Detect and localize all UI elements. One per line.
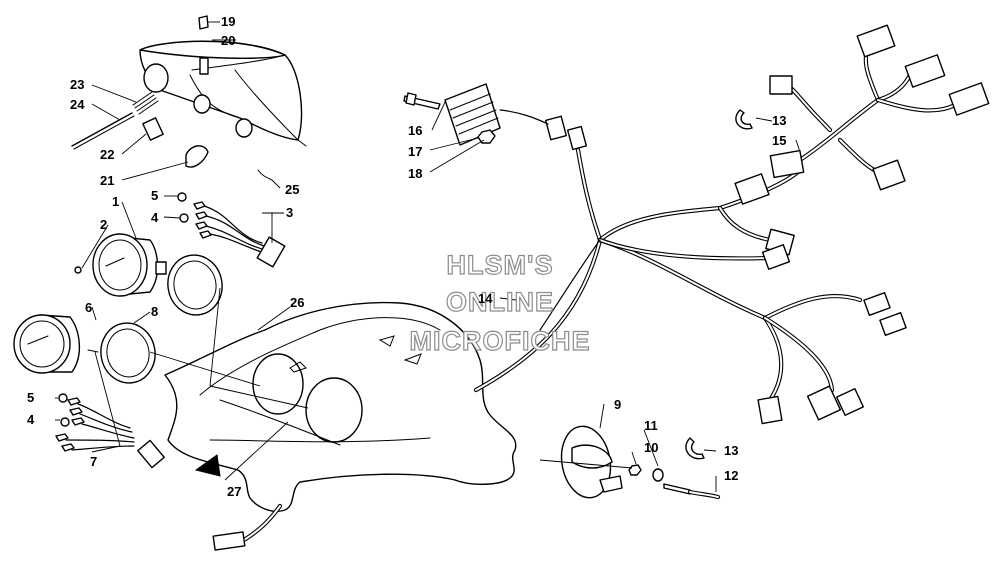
bezel-gauge-8	[100, 322, 156, 384]
callout-22: 22	[100, 147, 114, 162]
decal-27	[194, 454, 221, 477]
callout-5-bottom: 5	[27, 390, 34, 405]
callout-18: 18	[408, 166, 422, 181]
callout-14: 14	[478, 291, 493, 306]
callout-13-bottom: 13	[724, 443, 738, 458]
headlight-assembly	[139, 40, 307, 147]
socket-22	[142, 94, 253, 141]
callout-7: 7	[90, 454, 97, 469]
callout-2: 2	[100, 217, 107, 232]
callout-26: 26	[290, 295, 304, 310]
clip-13-top	[735, 109, 753, 130]
watermark-line-2: ONLINE	[446, 287, 554, 317]
instrument-pod-26	[164, 301, 517, 512]
watermark: HLSM'S ONLINE MICROFICHE	[409, 249, 591, 356]
callout-23: 23	[70, 77, 84, 92]
callout-12: 12	[724, 468, 738, 483]
callout-4-bottom: 4	[27, 412, 35, 427]
callout-4-top: 4	[151, 210, 159, 225]
callout-15: 15	[772, 133, 786, 148]
callout-5-top: 5	[151, 188, 158, 203]
callout-6: 6	[85, 300, 92, 315]
gauge-1	[74, 233, 167, 297]
watermark-line-3: MICROFICHE	[410, 326, 591, 356]
callout-3: 3	[286, 205, 293, 220]
harness-14	[473, 115, 907, 425]
gauge-1-harness-3	[177, 192, 286, 268]
sensor-housing-9	[560, 425, 623, 499]
sensor-hardware-10-11	[628, 464, 664, 482]
bulb-clip-19	[198, 15, 209, 30]
adjuster-screw-24	[71, 112, 135, 150]
callout-25: 25	[285, 182, 299, 197]
regulator	[403, 83, 549, 146]
clip-13-bottom	[685, 437, 705, 460]
callout-24: 24	[70, 97, 85, 112]
leader-lines	[55, 21, 801, 492]
sensor-cable-12	[663, 483, 721, 500]
callout-10: 10	[644, 440, 658, 455]
bulb-21	[185, 145, 209, 168]
callout-numbers: 19 20 23 24 22 21 25 5 4 3 1 2 6 8 26 5 …	[27, 14, 786, 499]
bezel-gauge-1	[167, 254, 223, 316]
callout-17: 17	[408, 144, 422, 159]
gauge-6-harness-7	[55, 393, 165, 469]
gauge-6	[13, 314, 99, 374]
pod-connector	[212, 503, 283, 551]
watermark-line-1: HLSM'S	[447, 250, 554, 280]
callout-20: 20	[221, 33, 235, 48]
spring-23	[132, 91, 159, 115]
harness-15	[769, 24, 990, 191]
callout-13-top: 13	[772, 113, 786, 128]
wire-25	[257, 169, 273, 181]
callout-1: 1	[112, 194, 119, 209]
callout-11: 11	[644, 418, 658, 433]
callout-9: 9	[614, 397, 621, 412]
callout-19: 19	[221, 14, 235, 29]
callout-21: 21	[100, 173, 114, 188]
callout-16: 16	[408, 123, 422, 138]
callout-8: 8	[151, 304, 158, 319]
callout-27: 27	[227, 484, 241, 499]
